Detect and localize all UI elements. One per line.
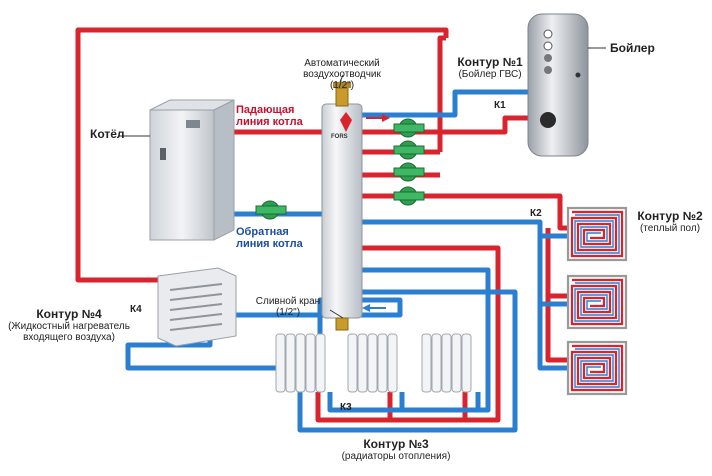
circuit3-subtitle: (радиаторы отопления): [341, 451, 451, 463]
flow-arrow-icon: [362, 114, 390, 312]
circuit4-title: Контур №4: [36, 307, 102, 321]
circuit1-title: Контур №1: [457, 55, 523, 69]
air-vent-label: Автоматический воздухоотводчик (1/2"): [282, 58, 402, 91]
pump-return: [255, 200, 287, 220]
circuit2-subtitle: (теплый пол): [639, 223, 701, 235]
drain-valve-label: Сливной кран (1/2"): [248, 296, 328, 318]
return-line-label: Обратная линия котла: [236, 226, 303, 250]
cold-pipe-k4: [125, 297, 362, 371]
cold-pipe-k3: [362, 267, 491, 413]
air-vent-size: (1/2"): [329, 80, 355, 91]
pump-3: [393, 162, 425, 182]
supply-line-label: Падающая линия котла: [236, 104, 303, 128]
circuit3-title: Контур №3: [363, 437, 429, 451]
circuit3-label: Контур №3 (радиаторы отопления): [326, 437, 466, 463]
k1-label: К1: [494, 100, 506, 111]
k4-label: К4: [130, 304, 142, 315]
tank-label: Бойлер: [610, 41, 655, 55]
water-tank-icon: [527, 13, 589, 157]
hot-pipe-outer-loop: [75, 27, 449, 283]
fors-logo-icon: [340, 112, 352, 132]
floor-heating-coil-icon: [566, 206, 628, 396]
return-line-2: линия котла: [236, 238, 303, 251]
circuit2-label: Контур №2 (теплый пол): [628, 209, 712, 235]
leader-lines: [118, 47, 606, 319]
boiler-icon: [149, 99, 235, 241]
k3-label: К3: [340, 402, 352, 413]
k2-label: К2: [530, 208, 542, 219]
hot-pipe-k1: [362, 115, 528, 135]
supply-line-1: Падающая: [236, 104, 295, 116]
air-heater-icon: [157, 267, 237, 347]
supply-line-2: линия котла: [236, 116, 303, 129]
drain-valve-icon: [335, 317, 349, 331]
circuit4-subtitle-1: (Жидкостный нагреватель: [8, 321, 130, 333]
drain-valve-title: Сливной кран: [255, 296, 321, 307]
circuit4-subtitle-2: входящего воздуха): [23, 332, 115, 344]
cold-pipe-k2: [362, 219, 568, 239]
boiler-label: Котёл: [90, 127, 125, 141]
brand-label: FORS: [331, 134, 348, 140]
radiator-icon: [275, 333, 472, 393]
circuit4-label: Контур №4 (Жидкостный нагреватель входящ…: [4, 307, 134, 344]
pump-4: [393, 186, 425, 206]
circuit2-title: Контур №2: [637, 209, 703, 223]
air-vent-title-2: воздухоотводчик: [303, 69, 381, 80]
cold-pipe-k1: [362, 89, 528, 118]
pump-icon: [255, 118, 425, 220]
circuit1-subtitle: (Бойлер ГВС): [458, 69, 522, 81]
pump-2: [393, 140, 425, 160]
return-line-1: Обратная: [236, 226, 289, 238]
air-vent-title: Автоматический: [304, 58, 380, 69]
hydraulic-collector: [321, 82, 363, 331]
pump-k1: [393, 118, 425, 138]
drain-valve-size: (1/2"): [275, 307, 301, 318]
hot-pipe-k2: [362, 193, 568, 231]
hot-pipe-k3: [315, 245, 501, 423]
circuit1-label: Контур №1 (Бойлер ГВС): [448, 55, 532, 81]
